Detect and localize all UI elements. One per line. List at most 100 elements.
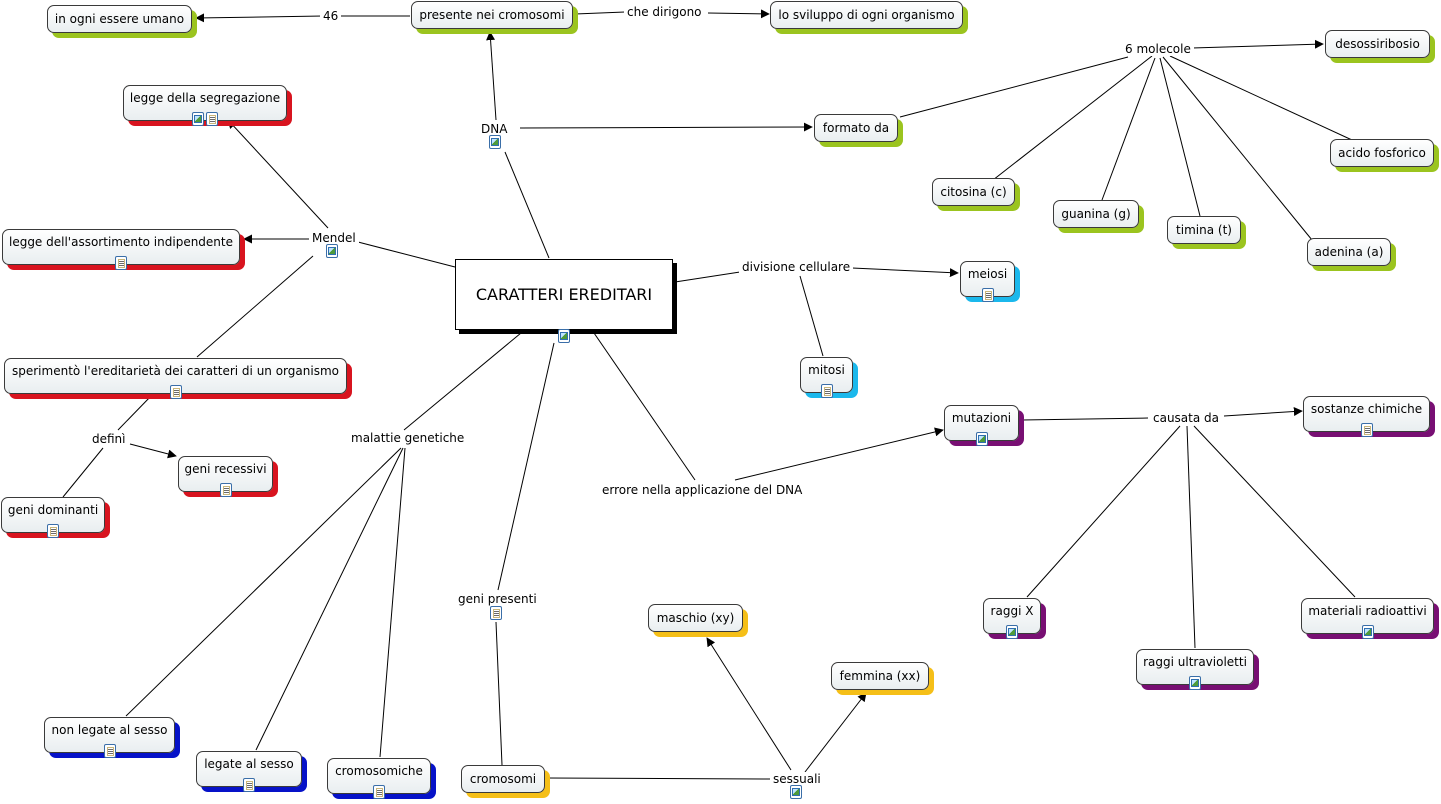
node-label: in ogni essere umano <box>54 12 185 26</box>
node-non-legate[interactable]: non legate al sesso <box>44 717 175 758</box>
mendel-icons <box>326 244 338 258</box>
dna-icons <box>489 135 501 149</box>
node-label: cromosomiche <box>335 764 423 778</box>
document-icon[interactable] <box>47 524 59 538</box>
node-label: presente nei cromosomi <box>419 8 565 22</box>
node-icons <box>373 785 385 799</box>
node-icons <box>1006 625 1018 639</box>
central-node-label: CARATTERI EREDITARI <box>475 285 653 304</box>
node-icons <box>1361 625 1374 639</box>
node-icons <box>243 778 255 792</box>
node-icons <box>169 385 182 399</box>
node-label: acido fosforico <box>1338 146 1426 160</box>
link-label-defini: definì <box>89 432 129 446</box>
node-label: mutazioni <box>951 411 1012 425</box>
image-icon[interactable] <box>1189 676 1201 690</box>
node-label: formato da <box>822 121 890 135</box>
image-icon[interactable] <box>975 432 988 446</box>
node-sviluppo[interactable]: lo sviluppo di ogni organismo <box>770 1 963 29</box>
node-label: raggi X <box>990 604 1034 618</box>
image-icon[interactable] <box>489 135 501 149</box>
node-label: geni dominanti <box>7 503 99 517</box>
node-icons <box>1360 423 1373 437</box>
document-icon[interactable] <box>820 384 833 398</box>
document-icon[interactable] <box>1360 423 1373 437</box>
node-timina[interactable]: timina (t) <box>1167 216 1241 244</box>
document-icon[interactable] <box>981 288 994 302</box>
node-guanina[interactable]: guanina (g) <box>1053 200 1139 228</box>
node-label: legge dell'assortimento indipendente <box>8 235 233 249</box>
node-label: femmina (xx) <box>839 669 921 683</box>
node-label: maschio (xy) <box>656 611 735 625</box>
node-legge-assortimento[interactable]: legge dell'assortimento indipendente <box>2 229 240 270</box>
node-acido-fosforico[interactable]: acido fosforico <box>1330 139 1434 167</box>
document-icon[interactable] <box>206 112 218 126</box>
node-legate[interactable]: legate al sesso <box>196 751 302 792</box>
document-icon[interactable] <box>219 483 232 497</box>
node-label: guanina (g) <box>1061 207 1131 221</box>
node-label: legge della segregazione <box>129 91 281 105</box>
image-icon[interactable] <box>1006 625 1018 639</box>
node-cromosomi[interactable]: cromosomi <box>461 765 545 793</box>
node-icons <box>1189 676 1201 690</box>
link-label-che-dirigono: che dirigono <box>624 5 705 19</box>
node-femmina[interactable]: femmina (xx) <box>831 662 929 690</box>
node-label: lo sviluppo di ogni organismo <box>778 8 955 22</box>
node-icons <box>192 112 218 126</box>
document-icon[interactable] <box>115 256 127 270</box>
document-icon[interactable] <box>169 385 182 399</box>
link-label-sessuali: sessuali <box>770 772 824 786</box>
node-label: geni recessivi <box>184 462 267 476</box>
central-node[interactable]: CARATTERI EREDITARI <box>455 259 673 343</box>
link-label-causata-da: causata da <box>1150 411 1223 425</box>
node-materiali-radioattivi[interactable]: materiali radioattivi <box>1301 598 1434 639</box>
node-label: citosina (c) <box>940 185 1007 199</box>
node-geni-recessivi[interactable]: geni recessivi <box>178 456 273 497</box>
node-label: sostanze chimiche <box>1310 402 1423 416</box>
node-label: meiosi <box>967 267 1008 281</box>
node-sostanze-chimiche[interactable]: sostanze chimiche <box>1303 396 1430 437</box>
node-label: materiali radioattivi <box>1308 604 1427 618</box>
node-label: desossiribosio <box>1335 37 1420 51</box>
node-adenina[interactable]: adenina (a) <box>1307 238 1391 266</box>
node-label: timina (t) <box>1176 223 1232 237</box>
node-mutazioni[interactable]: mutazioni <box>944 405 1019 446</box>
node-presente-cromosomi[interactable]: presente nei cromosomi <box>411 1 573 29</box>
central-icons <box>558 329 570 343</box>
link-label-geni-presenti: geni presenti <box>455 592 540 606</box>
link-label-6-molecole: 6 molecole <box>1122 42 1194 56</box>
node-legge-segregazione[interactable]: legge della segregazione <box>123 85 287 126</box>
image-icon[interactable] <box>558 329 570 343</box>
node-raggi-ultravioletti[interactable]: raggi ultravioletti <box>1136 649 1254 690</box>
document-icon[interactable] <box>103 744 116 758</box>
image-icon[interactable] <box>326 244 338 258</box>
document-icon[interactable] <box>243 778 255 792</box>
node-icons <box>115 256 127 270</box>
node-desossiribosio[interactable]: desossiribosio <box>1325 30 1430 58</box>
node-raggi-x[interactable]: raggi X <box>983 598 1041 639</box>
node-formato-da[interactable]: formato da <box>814 114 898 142</box>
node-mitosi[interactable]: mitosi <box>800 357 853 398</box>
node-ogni-essere-umano[interactable]: in ogni essere umano <box>47 5 192 33</box>
document-icon[interactable] <box>373 785 385 799</box>
node-cromosomiche[interactable]: cromosomiche <box>327 758 431 799</box>
node-sperimento[interactable]: sperimentò l'ereditarietà dei caratteri … <box>4 358 347 399</box>
link-label-errore: errore nella applicazione del DNA <box>599 483 806 497</box>
image-icon[interactable] <box>790 785 802 799</box>
document-icon[interactable] <box>490 606 502 620</box>
node-icons <box>103 744 116 758</box>
geni-presenti-icons <box>490 606 502 620</box>
image-icon[interactable] <box>1361 625 1374 639</box>
node-icons <box>981 288 994 302</box>
node-label: mitosi <box>808 363 845 377</box>
node-label: raggi ultravioletti <box>1143 655 1247 669</box>
node-geni-dominanti[interactable]: geni dominanti <box>1 497 105 538</box>
node-citosina[interactable]: citosina (c) <box>932 178 1015 206</box>
node-maschio[interactable]: maschio (xy) <box>648 604 743 632</box>
image-icon[interactable] <box>192 112 204 126</box>
node-icons <box>975 432 988 446</box>
node-label: sperimentò l'ereditarietà dei caratteri … <box>12 364 339 378</box>
node-meiosi[interactable]: meiosi <box>960 261 1015 302</box>
link-label-divisione: divisione cellulare <box>739 260 854 274</box>
